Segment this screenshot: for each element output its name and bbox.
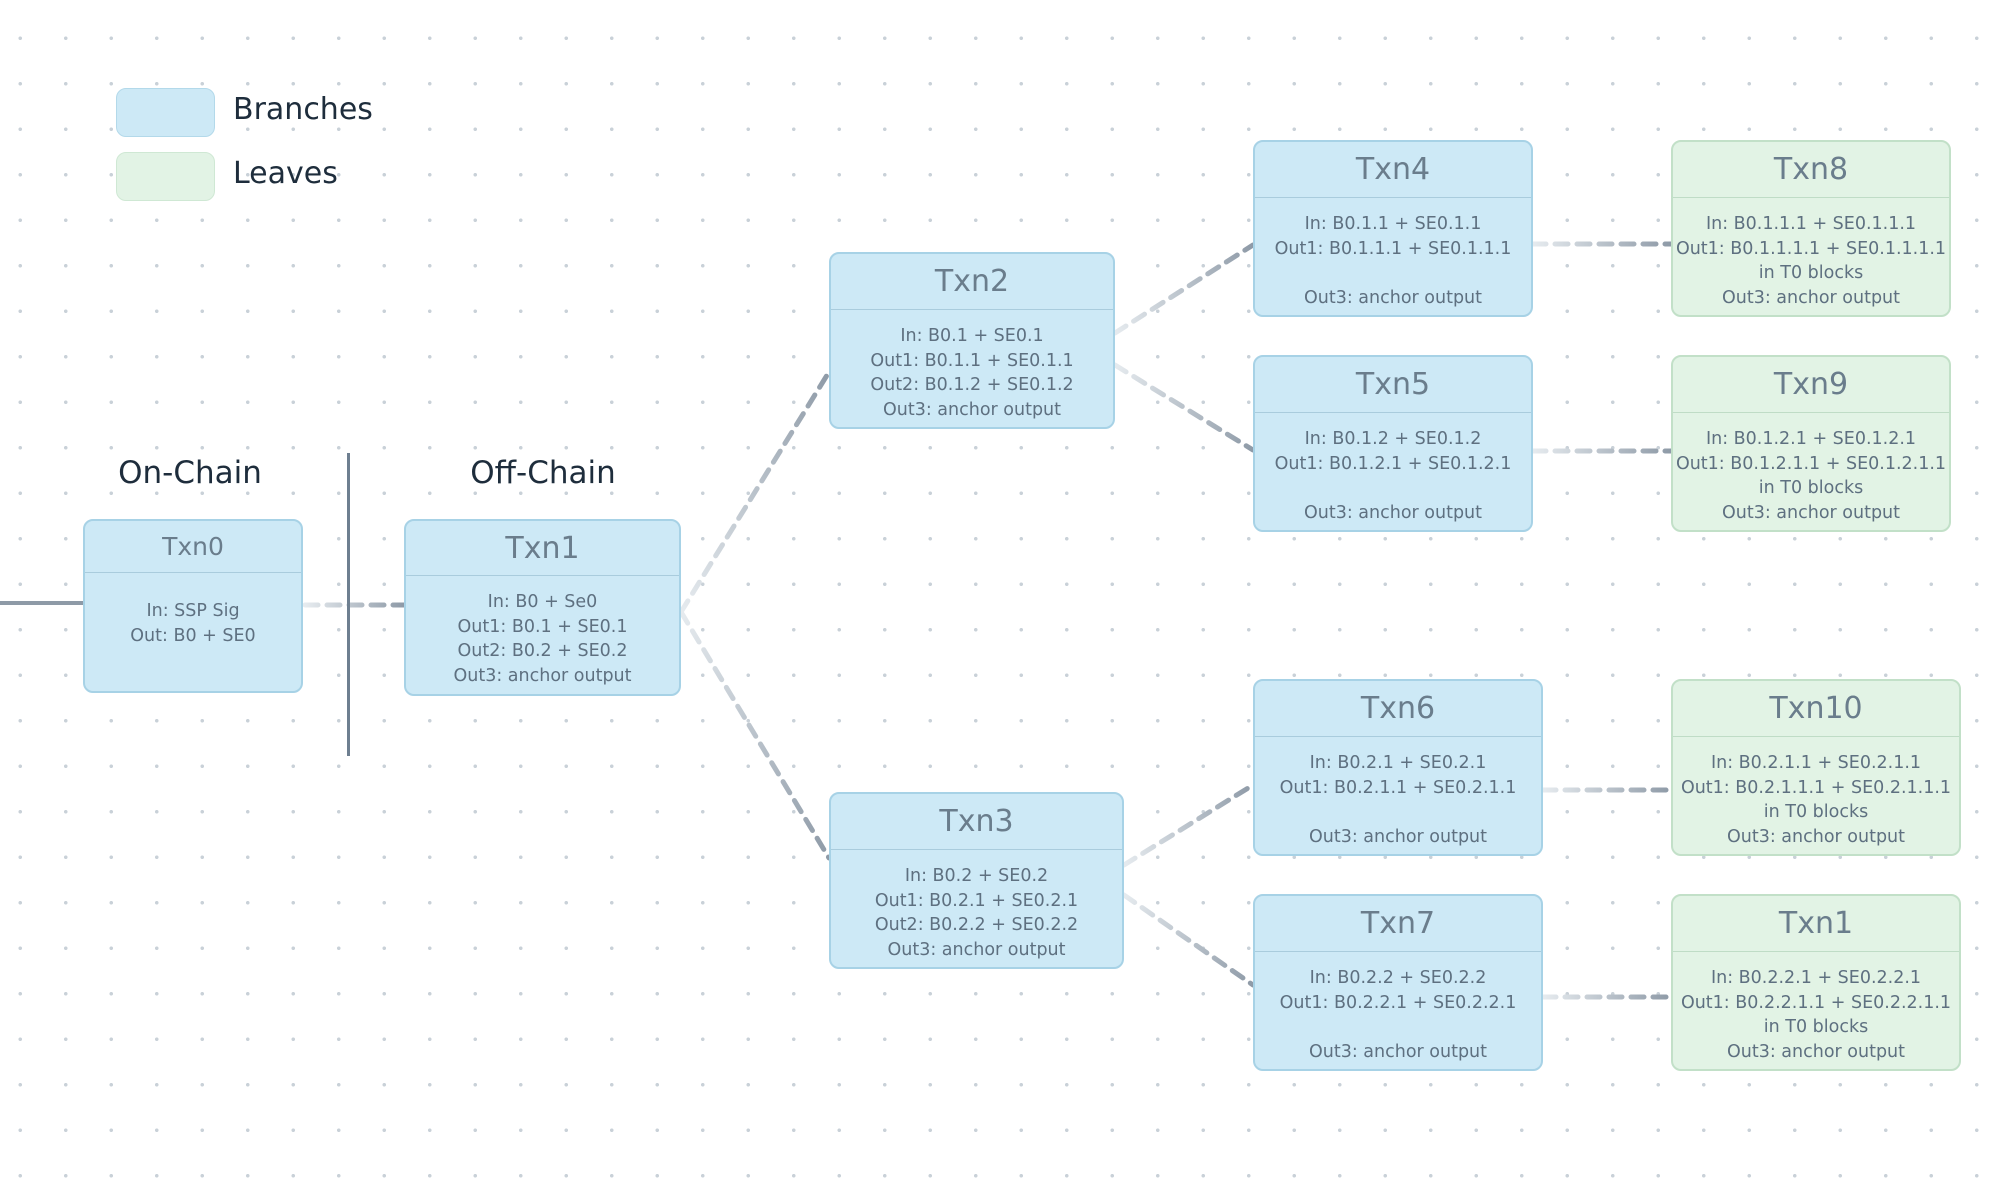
node-line: Out1: B0.1.1.1 + SE0.1.1.1 xyxy=(1274,238,1512,259)
node-title: Txn5 xyxy=(1255,357,1531,413)
node-title: Txn6 xyxy=(1255,681,1541,737)
node-title: Txn7 xyxy=(1255,896,1541,952)
node-title: Txn2 xyxy=(831,254,1113,310)
node-title: Txn0 xyxy=(85,521,301,573)
node-line: In: B0.2.2.1 + SE0.2.2.1 xyxy=(1710,968,1922,988)
node-line: In: B0.2 + SE0.2 xyxy=(904,866,1049,886)
edge-2-4 xyxy=(1112,242,1256,336)
node-line xyxy=(1255,800,1541,825)
node-title: Txn1 xyxy=(1673,896,1959,952)
node-line: Out3: anchor output xyxy=(887,939,1066,960)
edge-3-7 xyxy=(1121,892,1256,988)
node-line: Out: B0 + SE0 xyxy=(130,625,256,646)
node-line: Out1: B0.1.1 + SE0.1.1 xyxy=(870,350,1074,371)
node-line: Out3: anchor output xyxy=(1308,826,1488,847)
node-line: in T0 blocks xyxy=(1758,478,1864,498)
node-line: In: B0 + Se0 xyxy=(487,592,598,612)
node-line: Out1: B0.1.2.1 + SE0.1.2.1 xyxy=(1274,453,1512,474)
node-line: In: B0.1.1 + SE0.1.1 xyxy=(1304,214,1482,234)
node-line: Out3: anchor output xyxy=(1721,287,1901,308)
legend-swatch-leaves xyxy=(116,152,215,201)
edge-1-3 xyxy=(678,609,832,861)
node-line: in T0 blocks xyxy=(1763,802,1869,822)
node-line: Out1: B0.2.2.1 + SE0.2.2.1 xyxy=(1279,992,1517,1013)
node-title: Txn3 xyxy=(831,794,1122,850)
node-line: in T0 blocks xyxy=(1758,263,1864,283)
node-line: Out2: B0.1.2 + SE0.1.2 xyxy=(870,375,1074,395)
node-line: Out1: B0.2.1 + SE0.2.1 xyxy=(874,890,1079,911)
node-line: In: B0.1.1.1 + SE0.1.1.1 xyxy=(1705,214,1917,234)
node-line: In: B0.2.1 + SE0.2.1 xyxy=(1309,753,1487,773)
node-title: Txn1 xyxy=(406,521,679,576)
node-line: Out3: anchor output xyxy=(1303,502,1483,523)
node-line: In: B0.2.2 + SE0.2.2 xyxy=(1309,968,1487,988)
node-line: In: SSP Sig xyxy=(146,601,240,621)
node-line: Out3: anchor output xyxy=(1308,1041,1488,1062)
node-line: Out3: anchor output xyxy=(453,665,632,686)
node-line: In: B0.1 + SE0.1 xyxy=(900,326,1044,346)
node-line: In: B0.1.2 + SE0.1.2 xyxy=(1304,429,1482,449)
node-title: Txn10 xyxy=(1673,681,1959,737)
node-title: Txn8 xyxy=(1673,142,1949,198)
edge-3-6 xyxy=(1121,782,1256,868)
node-line: Out1: B0.2.1.1 + SE0.2.1.1 xyxy=(1279,777,1517,798)
node-line xyxy=(1255,261,1531,286)
node-line: Out1: B0.2.1.1.1 + SE0.2.1.1.1 xyxy=(1680,777,1952,798)
legend-swatch-branches xyxy=(116,88,215,137)
node-title: Txn4 xyxy=(1255,142,1531,198)
node-line: Out1: B0.1.2.1.1 + SE0.1.2.1.1 xyxy=(1675,453,1947,474)
node-line: In: B0.1.2.1 + SE0.1.2.1 xyxy=(1705,429,1917,449)
off-chain-label: Off-Chain xyxy=(470,455,616,491)
on-chain-label: On-Chain xyxy=(118,455,262,491)
legend-label-branches: Branches xyxy=(233,92,373,127)
node-line: Out2: B0.2 + SE0.2 xyxy=(457,641,628,661)
chain-divider xyxy=(347,453,350,756)
node-line: In: B0.2.1.1 + SE0.2.1.1 xyxy=(1710,753,1922,773)
node-line: Out2: B0.2.2 + SE0.2.2 xyxy=(874,915,1079,935)
edge-1-2 xyxy=(678,369,832,615)
node-line: in T0 blocks xyxy=(1763,1017,1869,1037)
node-line xyxy=(1255,1015,1541,1040)
edge-2-5 xyxy=(1112,362,1256,453)
node-line: Out1: B0.1.1.1.1 + SE0.1.1.1.1 xyxy=(1675,238,1947,259)
node-line: Out3: anchor output xyxy=(1303,287,1483,308)
node-line: Out3: anchor output xyxy=(1726,1041,1906,1062)
node-line: Out1: B0.2.2.1.1 + SE0.2.2.1.1 xyxy=(1680,992,1952,1013)
node-line: Out1: B0.1 + SE0.1 xyxy=(457,616,628,637)
node-line: Out3: anchor output xyxy=(1721,502,1901,523)
legend-label-leaves: Leaves xyxy=(233,156,338,191)
node-title: Txn9 xyxy=(1673,357,1949,413)
node-line: Out3: anchor output xyxy=(1726,826,1906,847)
node-line xyxy=(1255,476,1531,501)
node-line: Out3: anchor output xyxy=(882,399,1062,420)
